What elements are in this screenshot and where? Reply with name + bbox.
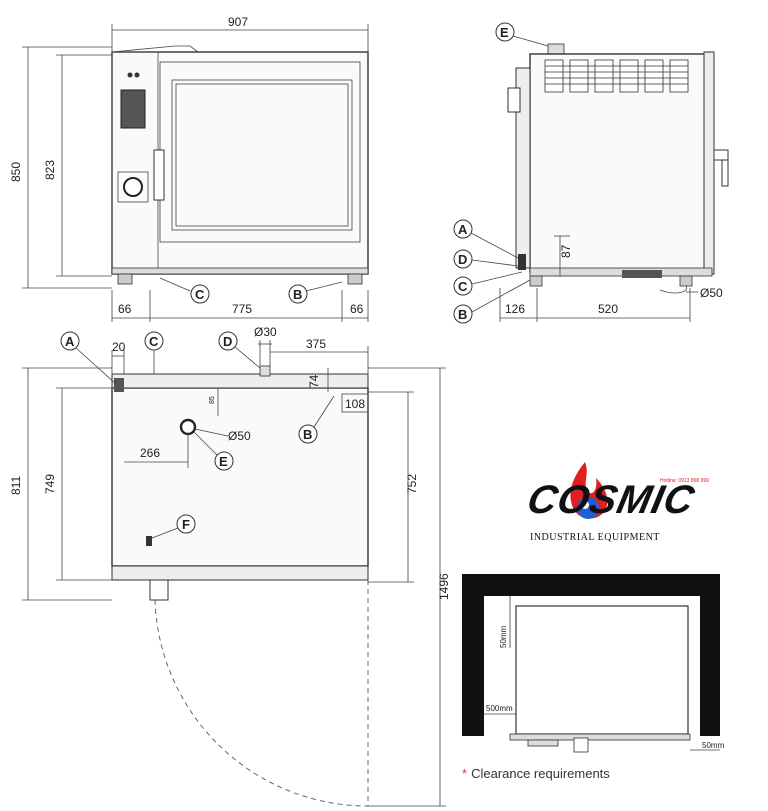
door-swing-arc (154, 599, 369, 807)
clearance-left: 500mm (486, 704, 513, 713)
dim-leg-left: 66 (118, 302, 132, 316)
drain-outlet (179, 418, 197, 436)
dim-top-diameter-50: Ø50 (228, 429, 251, 443)
dim-top-752: 752 (405, 474, 419, 494)
dim-side-520: 520 (598, 302, 618, 316)
callout-b: B (293, 287, 302, 302)
control-knob (123, 177, 143, 197)
callout-c: C (195, 287, 205, 302)
dim-top-108: 108 (345, 397, 365, 411)
dim-top-375: 375 (306, 337, 326, 351)
clearance-top: 50mm (499, 625, 508, 648)
dim-body-height: 823 (43, 160, 57, 180)
dim-top-diameter-30: Ø30 (254, 325, 277, 339)
dim-overall-width: 907 (228, 15, 248, 29)
top-callout-d: D (223, 334, 232, 349)
dim-top-749: 749 (43, 474, 57, 494)
dim-side-126: 126 (505, 302, 525, 316)
dim-leg-span: 775 (232, 302, 252, 316)
top-callout-b: B (303, 427, 312, 442)
display-screen (120, 89, 146, 129)
clearance-note: *Clearance requirements (462, 766, 610, 781)
dim-top-85: 85 (209, 396, 216, 404)
side-view: E 87 126 520 (453, 22, 729, 324)
logo-tagline: INDUSTRIAL EQUIPMENT (530, 532, 660, 543)
top-callout-c: C (149, 334, 159, 349)
note-asterisk: * (462, 766, 468, 781)
dim-side-87: 87 (559, 244, 573, 258)
logo-hotline: Hotline: 0913 868 999 (660, 478, 709, 484)
door-handle (153, 149, 165, 201)
front-view: 907 850 823 66 775 66 (9, 15, 369, 322)
side-callout-a: A (458, 222, 468, 237)
dim-overall-height: 850 (9, 162, 23, 182)
side-callout-b: B (458, 307, 467, 322)
dim-leg-right: 66 (350, 302, 364, 316)
foot-right (347, 273, 363, 285)
top-callout-a: A (65, 334, 75, 349)
side-callout-e: E (500, 25, 509, 40)
vent-grille (544, 59, 689, 93)
door-window (171, 79, 353, 231)
clearance-diagram: 50mm 500mm 50mm (462, 574, 725, 753)
side-callout-c: C (458, 279, 468, 294)
logo-wordmark: COSMIC (523, 478, 699, 522)
foot-left (117, 273, 133, 285)
clearance-note-text: Clearance requirements (471, 766, 610, 781)
top-callout-e: E (219, 454, 228, 469)
dim-side-diameter: Ø50 (700, 286, 723, 300)
clearance-oven (515, 605, 689, 735)
dim-top-266: 266 (140, 446, 160, 460)
dim-top-1496: 1496 (437, 573, 451, 600)
clearance-right: 50mm (702, 741, 725, 750)
dim-top-20: 20 (112, 340, 126, 354)
top-view: 811 749 752 1496 20 Ø30 375 74 108 85 (9, 325, 451, 807)
top-callout-f: F (182, 517, 190, 532)
logo-flame-icon (570, 462, 608, 519)
dim-top-74: 74 (307, 374, 321, 388)
side-callout-d: D (458, 252, 467, 267)
dim-top-811: 811 (9, 476, 23, 495)
clearance-walls (462, 574, 720, 736)
